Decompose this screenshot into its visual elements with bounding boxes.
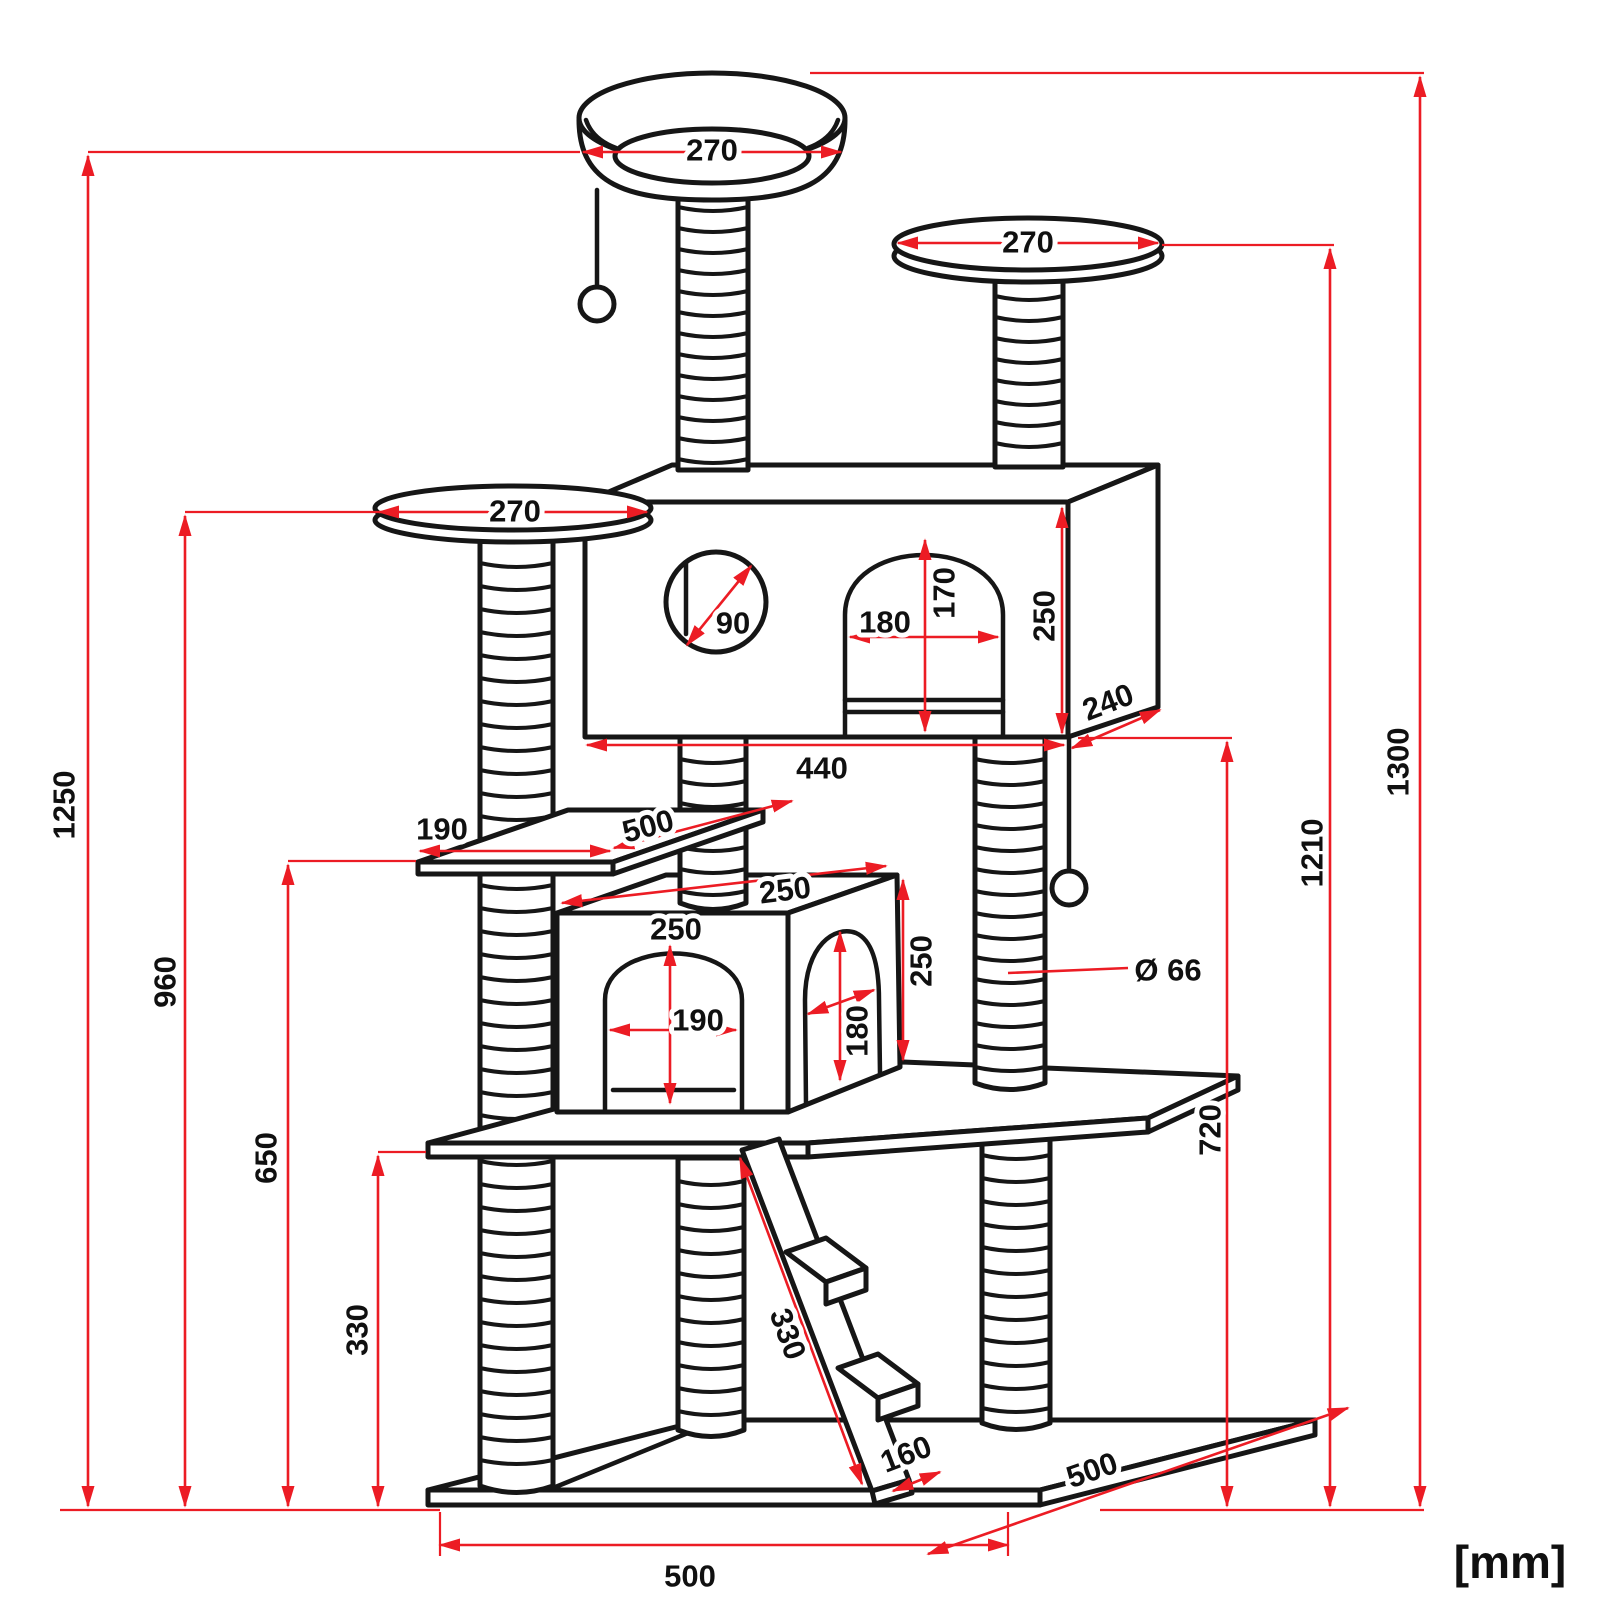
toy-ball-left <box>577 187 617 324</box>
dim-base-width: 500 <box>664 1559 716 1594</box>
post-under-house-right <box>972 734 1048 1092</box>
dim-height-total: 1300 <box>1381 728 1416 797</box>
dim-left-platform-width: 270 <box>489 494 541 529</box>
dim-lower-arch-width: 190 <box>672 1003 724 1038</box>
dim-height-mid-shelf: 650 <box>249 1132 284 1184</box>
dim-height-top-bed: 1250 <box>47 771 82 840</box>
upper-house <box>582 462 1161 740</box>
unit-note: [mm] <box>1454 1536 1566 1588</box>
dim-lower-house-height: 250 <box>904 935 939 987</box>
dim-height-right-platform: 1210 <box>1295 819 1330 888</box>
dim-upper-house-height: 250 <box>1027 590 1062 642</box>
dim-upper-house-width: 440 <box>796 751 848 786</box>
post-left-long <box>477 537 556 1495</box>
dim-height-left-platform: 960 <box>148 956 183 1008</box>
toy-ball-right <box>1049 723 1089 908</box>
dim-height-bottom-platform: 330 <box>340 1304 375 1356</box>
dimension-lines <box>60 71 1427 1556</box>
post-top-bed <box>675 183 751 473</box>
post-right-platform <box>992 272 1066 470</box>
dim-lower-arch-height: 250 <box>650 912 702 947</box>
dim-upper-arch-width: 180 <box>859 605 911 640</box>
dim-right-platform-width: 270 <box>1002 225 1054 260</box>
dim-shelf-overhang: 190 <box>416 812 468 847</box>
dim-post-diameter: Ø 66 <box>1134 953 1201 988</box>
dim-height-upper-house-bottom: 720 <box>1193 1104 1228 1156</box>
post-lower-right <box>979 1129 1053 1432</box>
post-lower-middle <box>675 1155 747 1439</box>
dim-hole-diameter: 90 <box>716 606 750 641</box>
dim-lower-side-arch-height: 180 <box>840 1005 875 1057</box>
dim-top-bed-width: 270 <box>686 133 738 168</box>
dim-lower-house-depth: 250 <box>757 869 813 910</box>
dimension-labels: 270 270 270 90 180 170 250 240 440 190 5… <box>42 128 1567 1599</box>
dim-upper-arch-height: 170 <box>927 567 962 619</box>
